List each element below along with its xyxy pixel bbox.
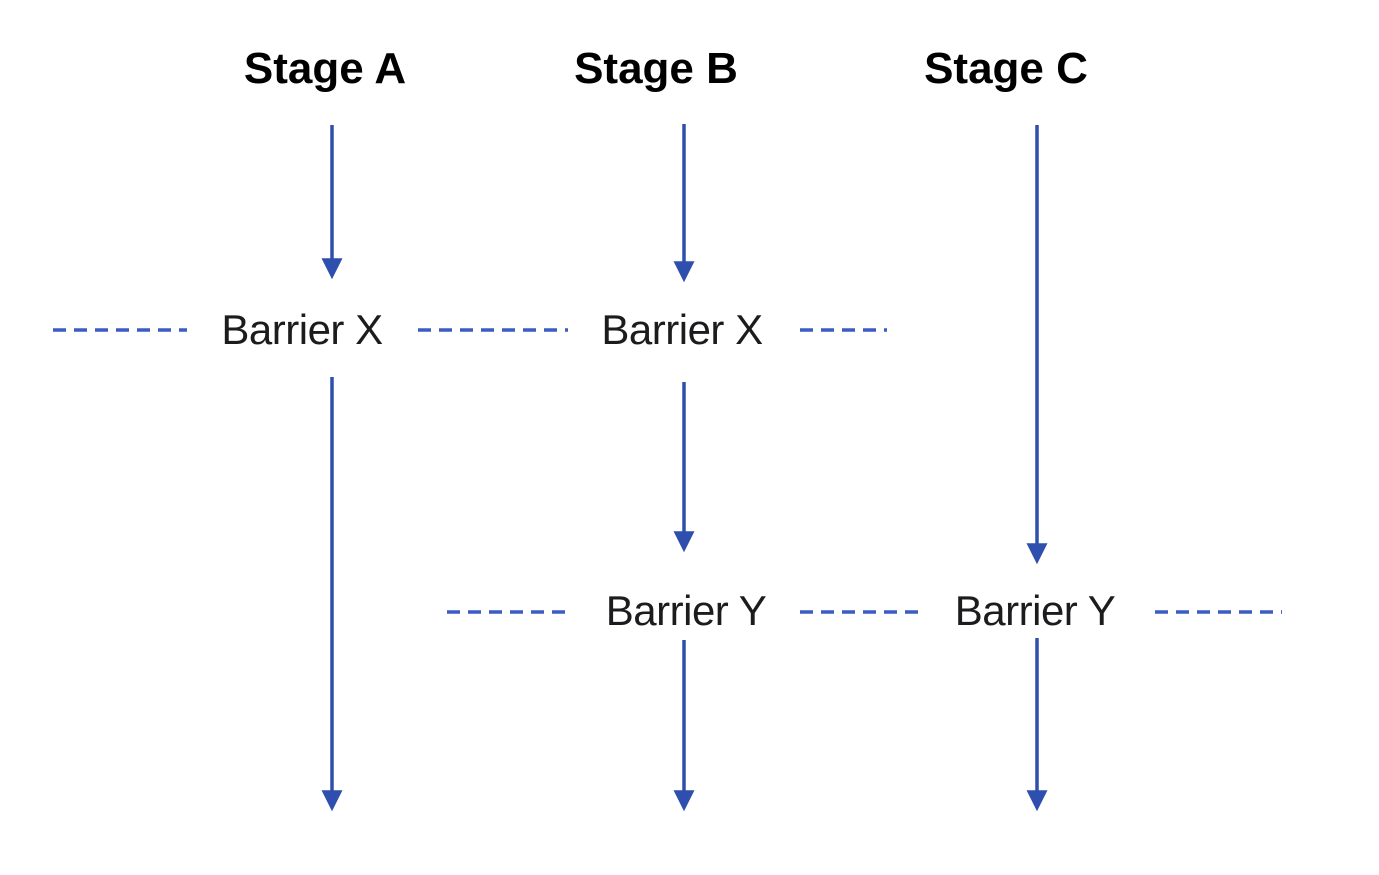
barrier-x-label-1: Barrier X (221, 306, 383, 353)
stage-b-label: Stage B (574, 44, 738, 93)
barrier-y-label-2: Barrier Y (954, 587, 1116, 634)
stage-c-label: Stage C (924, 44, 1088, 93)
barrier-y-label-1: Barrier Y (605, 587, 767, 634)
stage-a-label: Stage A (243, 44, 407, 93)
barrier-x-label-2: Barrier X (601, 306, 763, 353)
